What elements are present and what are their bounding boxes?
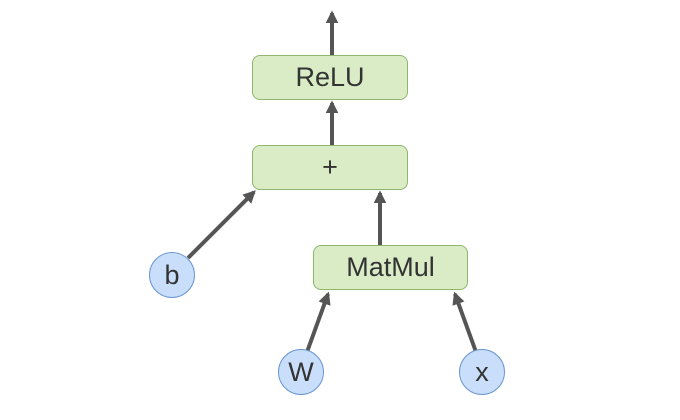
add-op-label: + [322,152,338,182]
b-to-add-arrow [186,190,256,260]
input-node-w: W [278,349,324,395]
x-to-matmul-arrow [452,291,478,353]
input-node-b-label: b [164,259,180,290]
input-node-b: b [149,252,195,298]
relu-op-label: ReLU [295,62,365,92]
input-node-x-label: x [475,356,489,387]
input-node-x: x [459,349,505,395]
matmul-op-label: MatMul [346,252,435,282]
relu-op-box: ReLU [252,55,408,100]
w-to-matmul-arrow [305,291,331,353]
add-op-box: + [252,145,408,190]
matmul-op-box: MatMul [313,245,468,290]
input-node-w-label: W [288,356,314,387]
